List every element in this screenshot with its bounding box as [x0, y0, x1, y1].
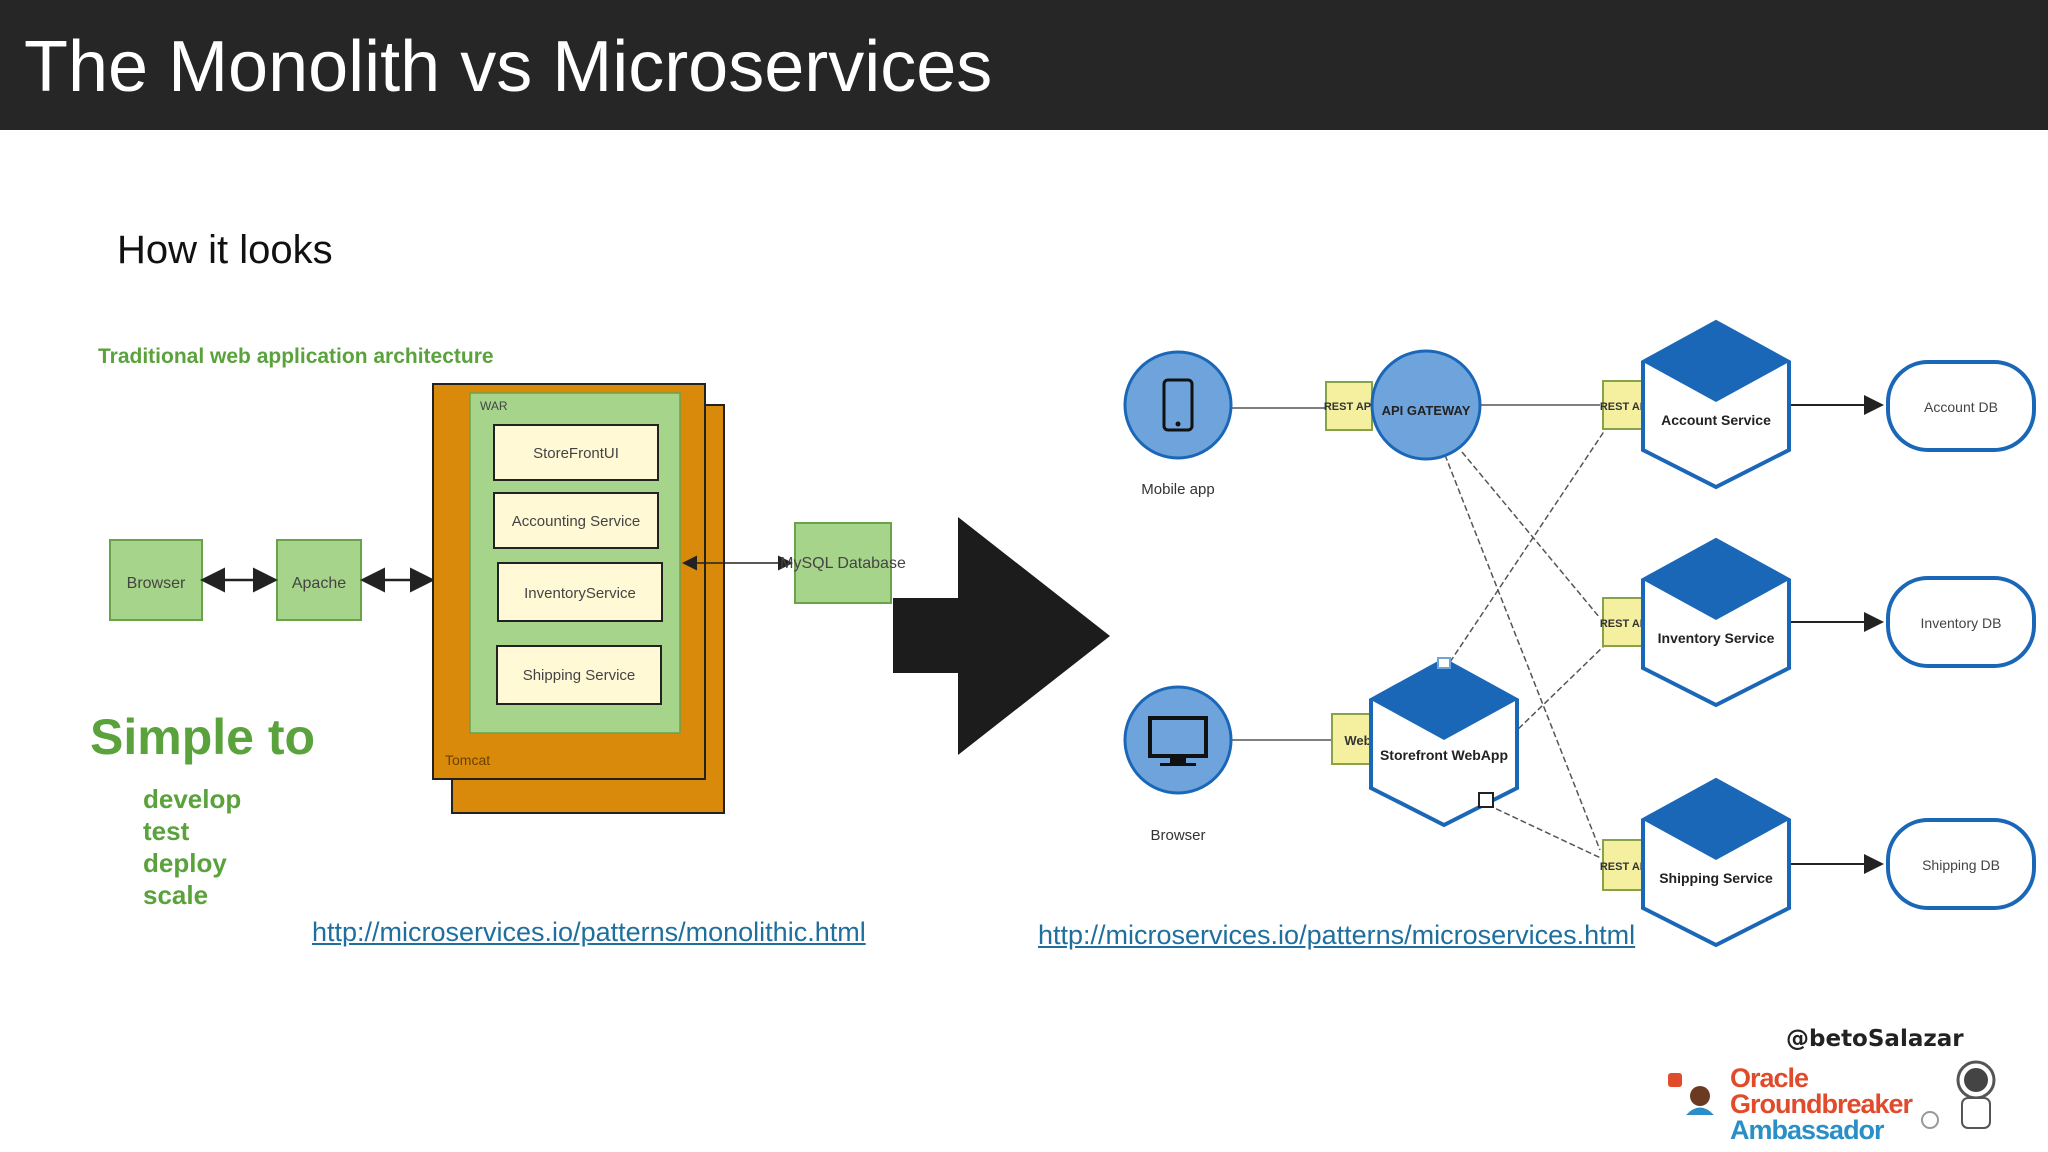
microservices-link[interactable]: http://microservices.io/patterns/microse…: [1038, 920, 1636, 950]
monitor-stand: [1170, 757, 1186, 764]
slide-title: The Monolith vs Microservices: [24, 27, 993, 107]
shipping-service-hexagon-top: [1643, 780, 1789, 860]
planet-icon: [1921, 1111, 1939, 1129]
rest-api-label: REST API: [1324, 401, 1374, 413]
db-label: Account DB: [1924, 399, 1998, 415]
service-label: Account Service: [1661, 412, 1771, 428]
rest-api-badge: [1602, 380, 1648, 430]
mobile-app-label: Mobile app: [1141, 481, 1214, 498]
phone-button: [1175, 421, 1181, 427]
browser-label: Browser: [127, 575, 186, 592]
chat-bubble-icon: [1668, 1073, 1682, 1087]
simple-item: test: [143, 816, 190, 846]
logo-line-groundbreaker: Groundbreaker: [1730, 1089, 1913, 1119]
rest-api-label: REST API: [1600, 618, 1650, 630]
mysql-box: [794, 522, 892, 604]
simple-item: deploy: [143, 848, 227, 878]
db-arrows: [1790, 395, 1884, 874]
desktop-monitor-icon: [1148, 716, 1208, 758]
component-accounting: [493, 492, 659, 549]
avatar-body: [1686, 1107, 1714, 1115]
api-gateway-node: [1370, 349, 1482, 461]
transition-arrow-icon: [893, 517, 1110, 755]
monolith-link[interactable]: http://microservices.io/patterns/monolit…: [312, 917, 866, 947]
shipping-db: [1886, 818, 2036, 910]
api-gateway-label: API GATEWAY: [1382, 403, 1471, 418]
ambassador-avatar-icon: [1690, 1086, 1710, 1106]
war-label: WAR: [480, 399, 508, 413]
db-label: Shipping DB: [1922, 857, 2000, 873]
component-label: Accounting Service: [512, 513, 640, 530]
slide-subtitle: How it looks: [117, 228, 333, 272]
monitor-base: [1160, 763, 1196, 766]
service-label: Inventory Service: [1658, 630, 1775, 646]
rest-api-label: REST API: [1600, 401, 1650, 413]
logo-line-ambassador: Ambassador: [1730, 1115, 1885, 1145]
inventory-db: [1886, 576, 2036, 668]
rest-api-label: REST API: [1600, 861, 1650, 873]
browser-node: [1123, 685, 1233, 795]
tomcat-label: Tomcat: [445, 752, 490, 768]
mobile-phone-icon: [1162, 378, 1194, 432]
simple-item: scale: [143, 880, 208, 910]
component-label: InventoryService: [524, 585, 636, 602]
storefront-label: Storefront WebApp: [1380, 747, 1508, 763]
astronaut-body: [1961, 1097, 1991, 1129]
account-service-hexagon-top: [1643, 322, 1789, 402]
title-bar: The Monolith vs Microservices: [0, 0, 2048, 130]
connector-port: [1478, 792, 1494, 808]
author-handle: @betoSalazar: [1786, 1026, 1964, 1052]
service-label: Shipping Service: [1659, 870, 1773, 886]
component-inventory: [497, 562, 663, 622]
component-storefrontui: [493, 424, 659, 481]
monolith-heading: Traditional web application architecture: [98, 345, 494, 368]
db-label: Inventory DB: [1921, 615, 2002, 631]
account-db: [1886, 360, 2036, 452]
mobile-app-node: [1123, 350, 1233, 460]
mysql-label: MySQL Database: [780, 555, 906, 572]
logo-line-oracle: Oracle: [1730, 1063, 1809, 1093]
connector-port: [1437, 657, 1451, 669]
web-label: Web: [1344, 733, 1371, 748]
inventory-service-hexagon-top: [1643, 540, 1789, 620]
component-label: Shipping Service: [523, 667, 636, 684]
browser-node-label: Browser: [1150, 827, 1205, 844]
astronaut-visor: [1964, 1068, 1988, 1092]
apache-label: Apache: [292, 575, 346, 592]
simple-item: develop: [143, 784, 241, 814]
simple-title: Simple to: [90, 709, 315, 765]
storefront-hexagon-top: [1371, 660, 1517, 740]
component-shipping: [496, 645, 662, 705]
component-label: StoreFrontUI: [533, 445, 619, 462]
